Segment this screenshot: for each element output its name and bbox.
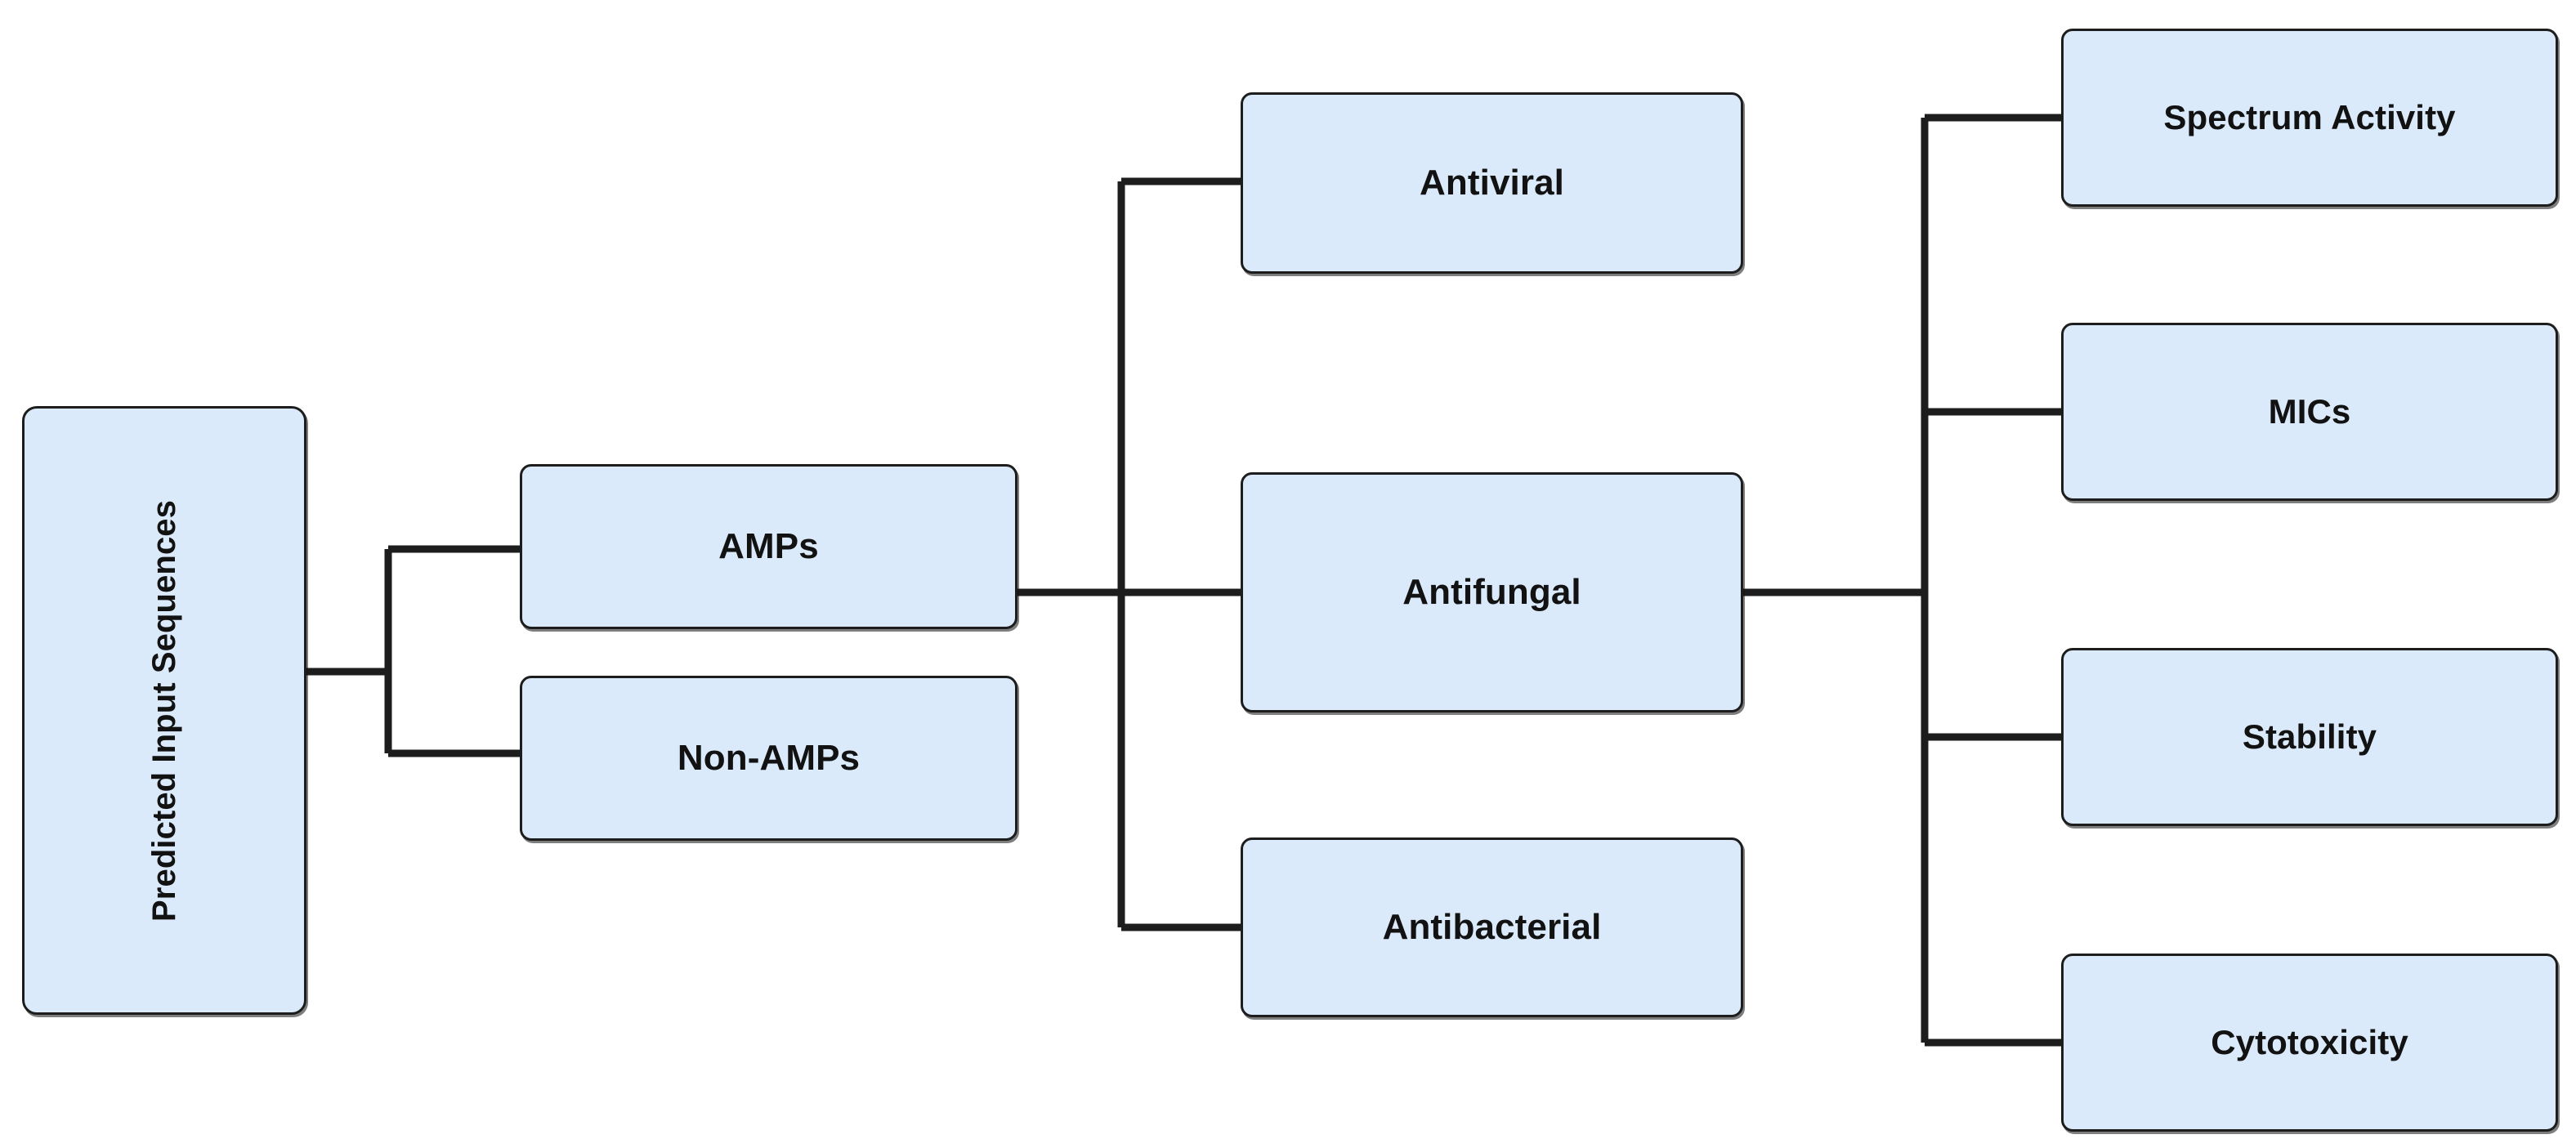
node-label-spectrum-activity: Spectrum Activity bbox=[2163, 98, 2456, 137]
node-stability[interactable]: Stability bbox=[2061, 648, 2558, 826]
node-antiviral[interactable]: Antiviral bbox=[1241, 92, 1743, 274]
node-spectrum-activity[interactable]: Spectrum Activity bbox=[2061, 29, 2558, 207]
node-label-amps: AMPs bbox=[718, 526, 819, 567]
node-antibacterial[interactable]: Antibacterial bbox=[1241, 838, 1743, 1017]
node-predicted-input-sequences[interactable]: Predicted Input Sequences bbox=[22, 406, 306, 1015]
node-mics[interactable]: MICs bbox=[2061, 323, 2558, 501]
node-antifungal[interactable]: Antifungal bbox=[1241, 472, 1743, 712]
node-amps[interactable]: AMPs bbox=[520, 464, 1017, 629]
node-label-antibacterial: Antibacterial bbox=[1382, 907, 1602, 948]
node-cytotoxicity[interactable]: Cytotoxicity bbox=[2061, 954, 2558, 1132]
node-label-non-amps: Non-AMPs bbox=[677, 738, 861, 779]
node-label-root: Predicted Input Sequences bbox=[145, 499, 182, 922]
node-label-mics: MICs bbox=[2268, 392, 2351, 431]
node-label-antiviral: Antiviral bbox=[1420, 163, 1564, 203]
node-label-stability: Stability bbox=[2242, 717, 2377, 757]
node-non-amps[interactable]: Non-AMPs bbox=[520, 676, 1017, 841]
node-label-antifungal: Antifungal bbox=[1402, 572, 1581, 613]
node-label-cytotoxicity: Cytotoxicity bbox=[2211, 1023, 2408, 1062]
